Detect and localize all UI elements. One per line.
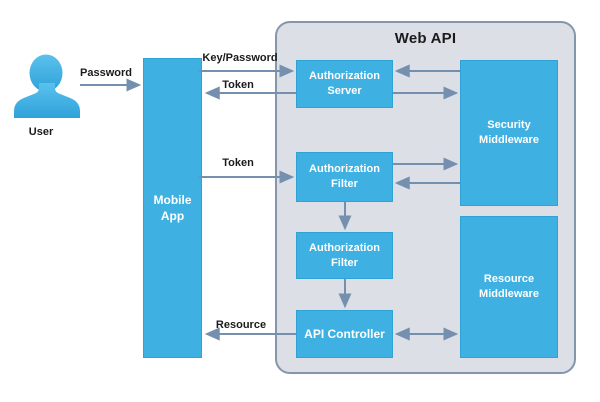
node-authorization-filter-bottom-label: Authorization Filter [309,241,380,269]
user-label: User [28,126,54,138]
edge-label-token-auth: Token [222,79,254,91]
web-api-title: Web API [394,30,457,47]
node-api-controller: API Controller [296,310,393,358]
node-authorization-filter-bottom: Authorization Filter [296,232,393,279]
edge-label-resource: Resource [215,319,267,331]
node-authorization-filter-top: Authorization Filter [296,152,393,202]
node-authorization-server: Authorization Server [296,60,393,108]
node-authorization-server-label: Authorization Server [309,70,380,97]
node-resource-middleware: Resource Middleware [460,216,558,358]
node-api-controller-label: API Controller [304,326,385,341]
user-icon [14,54,80,118]
node-mobile-app: Mobile App [143,58,202,358]
node-authorization-filter-top-label: Authorization Filter [309,163,380,190]
node-security-middleware-label: Security Middleware [479,119,539,146]
edge-label-password: Password [80,67,132,79]
node-security-middleware: Security Middleware [460,60,558,206]
node-mobile-app-label: Mobile App [153,193,192,223]
node-resource-middleware-label: Resource Middleware [479,273,539,300]
edge-label-token-filter: Token [222,157,254,169]
edge-label-key-password: Key/Password [202,52,278,64]
